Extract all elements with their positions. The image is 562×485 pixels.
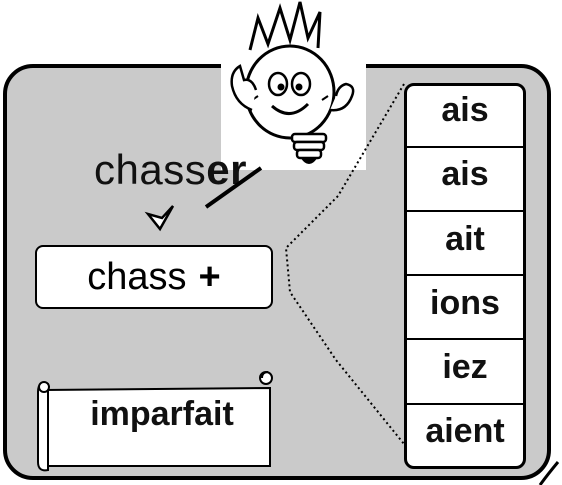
- ending-2: ais: [441, 155, 489, 193]
- stem-text: chass: [87, 255, 187, 298]
- divider: [407, 146, 523, 148]
- ending-4: ions: [430, 284, 500, 322]
- verb-stem: chass: [94, 146, 207, 193]
- ending-6: aient: [425, 412, 505, 450]
- ending-1: ais: [441, 91, 489, 129]
- down-arrow-icon: [144, 205, 175, 232]
- divider: [407, 403, 523, 405]
- ending-5: iez: [442, 348, 488, 386]
- dotted-outline: [284, 83, 405, 445]
- plus-sign: +: [198, 255, 221, 298]
- scroll-icon: [37, 371, 273, 472]
- divider: [407, 274, 523, 276]
- strike-line: [204, 166, 263, 209]
- endings-table: ais ais ait ions iez aient: [404, 83, 526, 469]
- tense-label: imparfait: [90, 395, 234, 433]
- divider: [407, 338, 523, 340]
- divider: [407, 210, 523, 212]
- ending-3: ait: [445, 220, 485, 258]
- stem-box: chass +: [35, 245, 273, 309]
